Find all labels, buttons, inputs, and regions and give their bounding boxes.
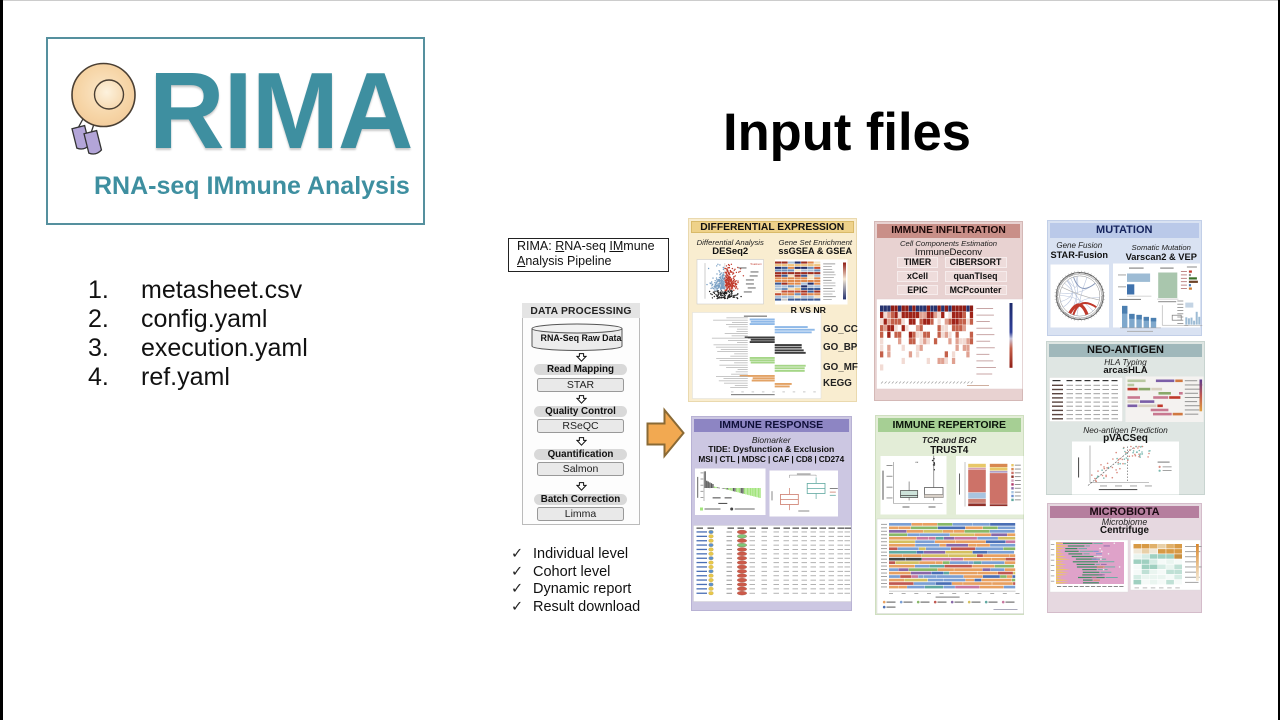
svg-text:Treatment: Treatment xyxy=(750,262,762,265)
svg-text:**: ** xyxy=(915,460,919,465)
